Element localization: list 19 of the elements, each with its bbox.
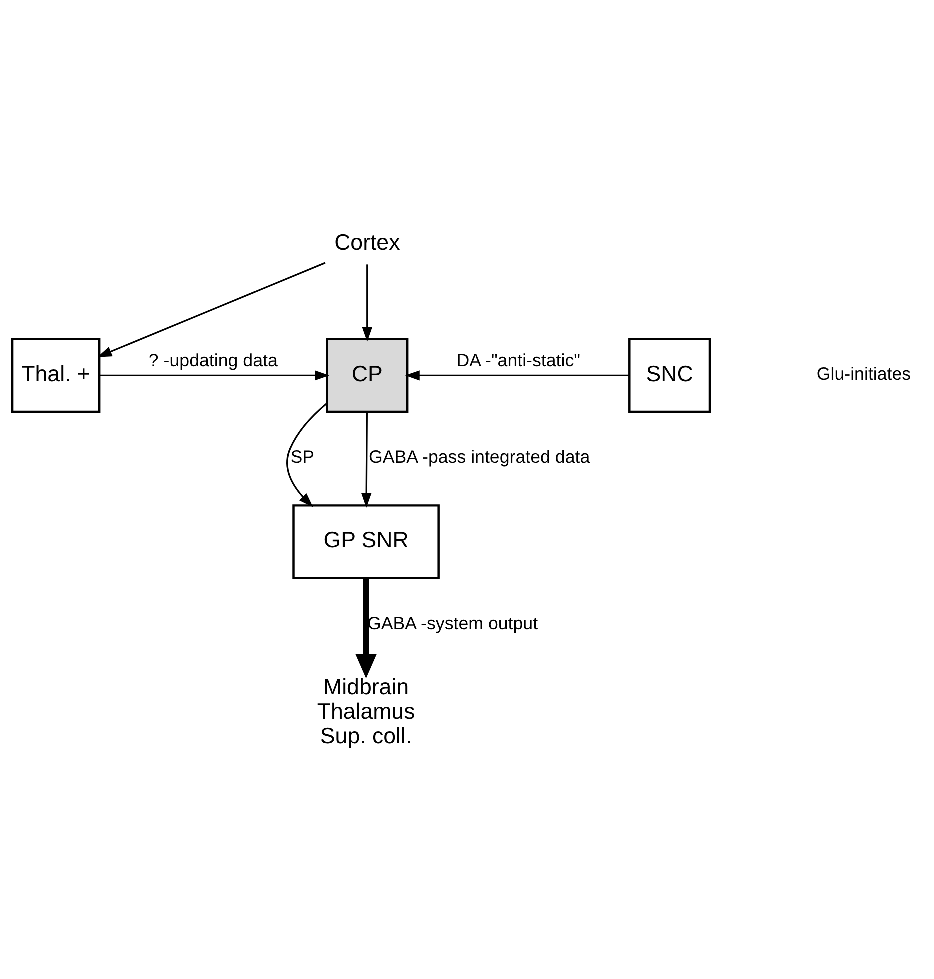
arrow (356, 578, 377, 679)
arrow (405, 370, 630, 381)
node-box: GP SNR (292, 504, 440, 580)
edge-label: ? -updating data (148, 350, 278, 371)
node-text: Cortex (334, 230, 400, 256)
arrow (100, 370, 330, 381)
node-text: Midbrain Thalamus Sup. coll. (317, 674, 416, 748)
node-box: Thal. + (11, 338, 101, 414)
edge-label: DA -"anti-static" (456, 350, 580, 371)
edge-label: GABA -pass integrated data (368, 447, 590, 468)
arrow (286, 403, 328, 508)
edge-label: GABA -system output (367, 613, 538, 634)
node-box: CP (326, 338, 409, 414)
arrow (362, 412, 372, 508)
node-box: SNC (628, 338, 712, 414)
label: Glu-initiates (816, 364, 912, 384)
edge-label: SP (290, 447, 315, 468)
arrow (362, 264, 372, 342)
arrow (98, 262, 326, 358)
